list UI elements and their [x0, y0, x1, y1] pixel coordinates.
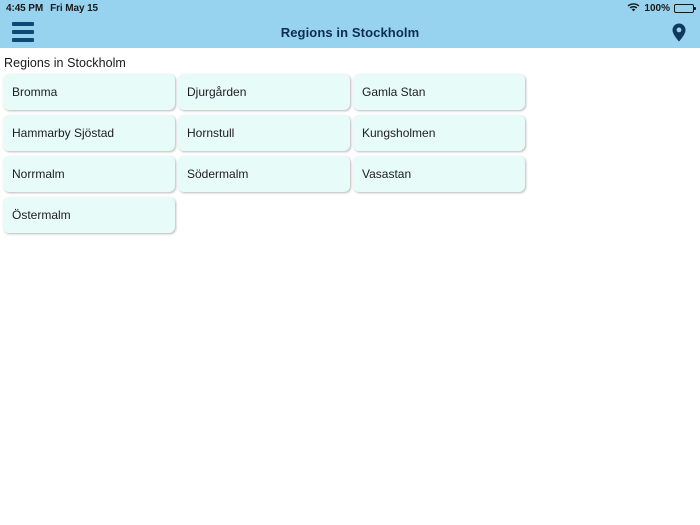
region-card-grid: Bromma Djurgården Gamla Stan Hammarby Sj…: [0, 74, 700, 238]
region-card[interactable]: Hammarby Sjöstad: [3, 115, 175, 151]
wifi-icon: [627, 2, 640, 15]
menu-bar-3: [12, 38, 34, 42]
region-card[interactable]: Norrmalm: [3, 156, 175, 192]
menu-bar-1: [12, 22, 34, 26]
menu-bar-2: [12, 30, 34, 34]
status-bar: 4:45 PM Fri May 15 100%: [0, 0, 700, 16]
battery-percent-label: 100%: [644, 2, 670, 14]
status-time: 4:45 PM: [6, 2, 44, 14]
status-bar-right: 100%: [627, 2, 696, 15]
region-card[interactable]: Djurgården: [178, 74, 350, 110]
battery-icon: [674, 3, 696, 13]
status-bar-left: 4:45 PM Fri May 15: [6, 3, 98, 14]
section-title: Regions in Stockholm: [4, 56, 126, 70]
nav-bar: Regions in Stockholm: [0, 16, 700, 48]
status-date: Fri May 15: [50, 2, 99, 14]
region-card[interactable]: Vasastan: [353, 156, 525, 192]
page-title: Regions in Stockholm: [280, 24, 420, 40]
main-content: Regions in Stockholm Bromma Djurgården G…: [0, 48, 700, 525]
hamburger-menu-icon[interactable]: [10, 21, 36, 43]
region-card[interactable]: Hornstull: [178, 115, 350, 151]
region-card[interactable]: Östermalm: [3, 197, 175, 233]
map-pin-icon[interactable]: [668, 21, 690, 43]
region-card[interactable]: Bromma: [3, 74, 175, 110]
region-card[interactable]: Kungsholmen: [353, 115, 525, 151]
region-card[interactable]: Gamla Stan: [353, 74, 525, 110]
region-card[interactable]: Södermalm: [178, 156, 350, 192]
